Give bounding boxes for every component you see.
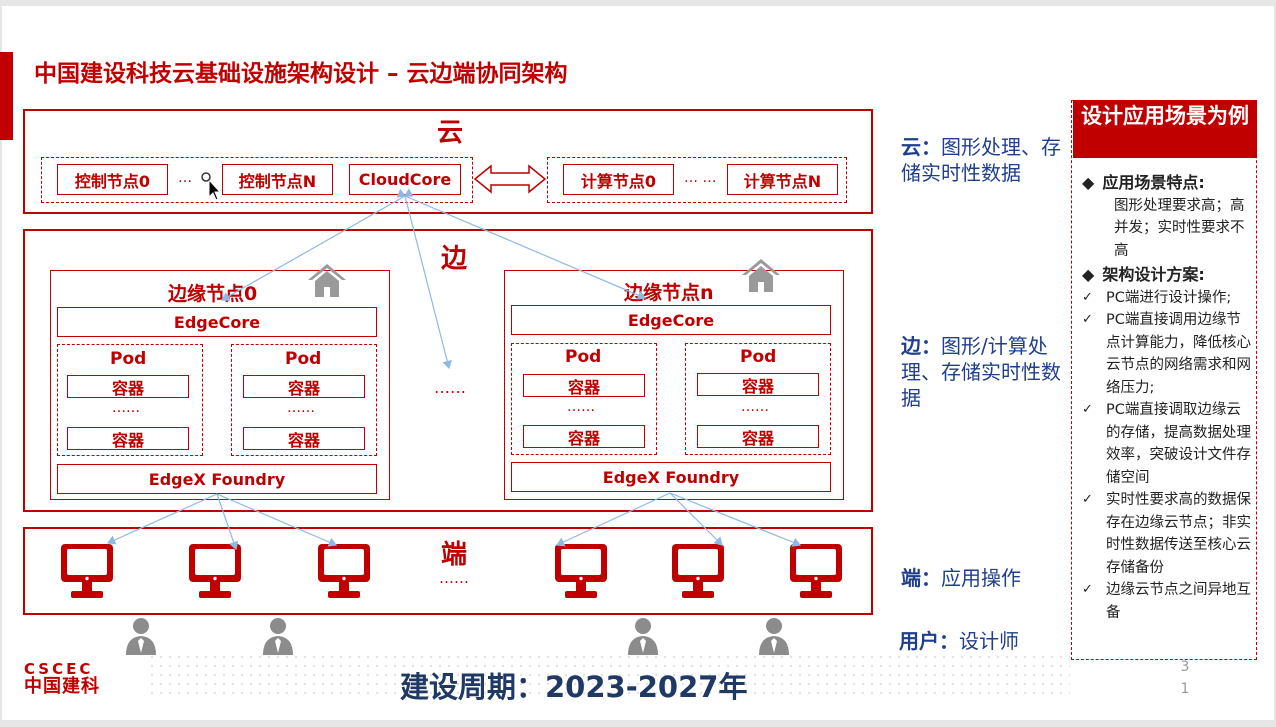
list-item-text: PC端进行设计操作; <box>1106 289 1232 306</box>
cloud-desc-text: 图形处理、存储实时性数据 <box>901 135 1061 185</box>
panel-header: 设计应用场景为例 <box>1073 100 1257 158</box>
compute-ellipsis: … … <box>684 170 717 186</box>
edge-description: 边：图形/计算处理、存储实时性数据 <box>901 333 1061 411</box>
dot-pattern <box>150 655 1070 695</box>
edge-node-n-foundry: EdgeX Foundry <box>511 462 831 492</box>
terminal-description: 端：应用操作 <box>901 565 1071 591</box>
check-icon: ✓ <box>1082 289 1093 305</box>
cloud-label: 云 <box>437 118 464 148</box>
check-icon: ✓ <box>1082 582 1093 597</box>
company-logo-text: 中国建科 <box>24 676 100 697</box>
terminal-desc-head: 端： <box>901 566 941 590</box>
container-box: 容器 <box>523 425 645 448</box>
container-ellipsis: …… <box>741 399 769 415</box>
page-title: 中国建设科技云基础设施架构设计 – 云边端协同架构 <box>34 61 568 87</box>
pod-label: Pod <box>110 349 147 369</box>
pod-box <box>57 344 203 456</box>
edge-ellipsis: …… <box>434 378 466 397</box>
pod-label: Pod <box>285 349 322 369</box>
container-box: 容器 <box>243 375 365 398</box>
cloud-description: 云：图形处理、存储实时性数据 <box>901 134 1061 186</box>
pod-label: Pod <box>565 347 602 367</box>
terminal-layer <box>23 527 873 615</box>
user-description: 用户：设计师 <box>899 628 1069 654</box>
edge-node-0 <box>50 270 390 500</box>
container-box: 容器 <box>67 375 189 398</box>
pod-label: Pod <box>740 347 777 367</box>
control-ellipsis: … <box>178 170 192 186</box>
page-number: 31 <box>1180 659 1190 697</box>
company-logo-mark: CSCEC <box>24 660 94 678</box>
double-arrow-icon <box>473 164 547 194</box>
check-icon: ✓ <box>1082 492 1093 507</box>
edge-node-n <box>504 270 844 500</box>
edge-node-n-edgecore: EdgeCore <box>511 305 831 335</box>
container-box: 容器 <box>67 427 189 450</box>
container-box: 容器 <box>243 427 365 450</box>
list-item-text: 实时性要求高的数据保存在边缘云节点；非实时性数据传送至核心云存储备份 <box>1106 492 1251 576</box>
user-desc-head: 用户： <box>899 629 959 653</box>
section-heading: ◆ 应用场景特点: <box>1082 172 1254 195</box>
construction-period: 建设周期：2023-2027年 <box>400 670 748 704</box>
list-item-text: PC端直接调取边缘云的存储，提高数据处理效率，突破设计文件存储空间 <box>1106 402 1251 486</box>
list-item: ✓ 实时性要求高的数据保存在边缘云节点；非实时性数据传送至核心云存储备份 <box>1082 489 1254 579</box>
section-heading: ◆ 架构设计方案: <box>1082 264 1254 287</box>
cursor-icon <box>201 172 221 201</box>
edge-desc-text: 图形/计算处理、存储实时性数据 <box>901 334 1061 410</box>
list-item: ✓ PC端进行设计操作; <box>1082 287 1254 310</box>
container-box: 容器 <box>697 425 819 448</box>
list-item: ✓ 边缘云节点之间异地互备 <box>1082 579 1254 624</box>
panel-body: ◆ 应用场景特点: 图形处理要求高；高并发；实时性要求不高 ◆ 架构设计方案: ✓ P… <box>1082 172 1254 624</box>
section1-text: 图形处理要求高；高并发；实时性要求不高 <box>1114 197 1245 259</box>
check-icon: ✓ <box>1082 402 1093 417</box>
section1-title: 应用场景特点: <box>1102 173 1205 192</box>
list-item-text: 边缘云节点之间异地互备 <box>1106 582 1251 621</box>
terminal-ellipsis: …… <box>439 569 469 587</box>
compute-node-n: 计算节点N <box>727 164 838 195</box>
list-item-text: PC端直接调用边缘节点计算能力，降低核心云节点的网络需求和网络压力; <box>1106 312 1251 396</box>
title-accent-bar <box>0 52 13 140</box>
user-desc-text: 设计师 <box>959 629 1019 653</box>
edge-desc-head: 边： <box>901 334 941 358</box>
pod-box <box>231 344 377 456</box>
list-item: ✓ PC端直接调取边缘云的存储，提高数据处理效率，突破设计文件存储空间 <box>1082 399 1254 489</box>
container-box: 容器 <box>697 373 819 396</box>
cloud-desc-head: 云： <box>901 135 941 159</box>
edge-node-0-foundry: EdgeX Foundry <box>57 464 377 494</box>
section2-title: 架构设计方案: <box>1102 265 1205 284</box>
list-item: ✓ PC端直接调用边缘节点计算能力，降低核心云节点的网络需求和网络压力; <box>1082 309 1254 399</box>
diamond-bullet-icon: ◆ <box>1082 265 1095 284</box>
container-box: 容器 <box>523 374 645 397</box>
terminal-label: 端 <box>441 540 468 570</box>
diamond-bullet-icon: ◆ <box>1082 173 1095 192</box>
house-icon <box>742 259 780 292</box>
pod-box <box>511 343 657 455</box>
edge-node-0-edgecore: EdgeCore <box>57 307 377 337</box>
container-ellipsis: …… <box>287 400 315 416</box>
container-ellipsis: …… <box>567 399 595 415</box>
container-ellipsis: …… <box>112 400 140 416</box>
control-node-0: 控制节点0 <box>57 164 168 195</box>
terminal-desc-text: 应用操作 <box>941 566 1021 590</box>
cloud-compute-group <box>547 157 847 203</box>
pod-box <box>685 343 831 455</box>
check-icon: ✓ <box>1082 312 1093 327</box>
edge-node-n-title: 边缘节点n <box>624 282 714 304</box>
